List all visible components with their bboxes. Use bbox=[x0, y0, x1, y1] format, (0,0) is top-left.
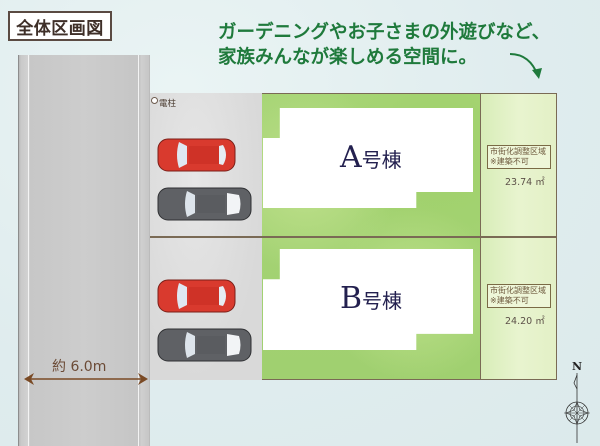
zone-b-line-2: ※建築不可 bbox=[490, 296, 529, 305]
compass-rose-icon bbox=[564, 373, 590, 443]
double-arrow-icon bbox=[24, 373, 148, 385]
gray-car-icon bbox=[157, 187, 252, 221]
road-width-label: 約 6.0m bbox=[52, 359, 107, 375]
utility-pole-label: 電柱 bbox=[159, 99, 177, 109]
zone-b-line-1: 市街化調整区域 bbox=[490, 286, 546, 295]
building-a-letter: A bbox=[340, 140, 362, 175]
building-a-suffix: 号棟 bbox=[361, 148, 402, 172]
page-title: 全体区画図 bbox=[8, 11, 112, 41]
caption-line-2: 家族みんなが楽しめる空間に。 bbox=[218, 47, 478, 68]
zone-note-b: 市街化調整区域 ※建築不可 bbox=[487, 284, 551, 308]
zone-a-line-1: 市街化調整区域 bbox=[490, 147, 546, 156]
caption-line-1: ガーデニングやお子さまの外遊びなど、 bbox=[218, 22, 551, 43]
north-label: N bbox=[571, 360, 583, 373]
road bbox=[18, 55, 150, 446]
gray-car-icon bbox=[157, 328, 252, 362]
strip-area-a: 23.74 ㎡ bbox=[505, 177, 545, 188]
building-b-letter: B bbox=[340, 281, 363, 316]
road-edge-line-left bbox=[28, 55, 29, 446]
zone-note-a: 市街化調整区域 ※建築不可 bbox=[487, 145, 551, 169]
strip-area-b: 24.20 ㎡ bbox=[505, 316, 545, 327]
lot-divider bbox=[150, 236, 557, 238]
building-b-suffix: 号棟 bbox=[362, 289, 403, 313]
red-car-icon bbox=[157, 279, 236, 313]
zone-a-line-2: ※建築不可 bbox=[490, 157, 529, 166]
compass: N bbox=[563, 360, 591, 446]
red-car-icon bbox=[157, 138, 236, 172]
building-b-label: B号棟 bbox=[340, 281, 402, 316]
building-b bbox=[263, 249, 473, 350]
curved-arrow-icon bbox=[509, 53, 542, 79]
utility-pole-icon bbox=[151, 97, 158, 104]
caption: ガーデニングやお子さまの外遊びなど、 家族みんなが楽しめる空間に。 bbox=[218, 20, 550, 70]
building-a bbox=[263, 108, 473, 208]
building-a-label: A号棟 bbox=[340, 140, 402, 175]
road-edge-line-right bbox=[138, 55, 139, 446]
